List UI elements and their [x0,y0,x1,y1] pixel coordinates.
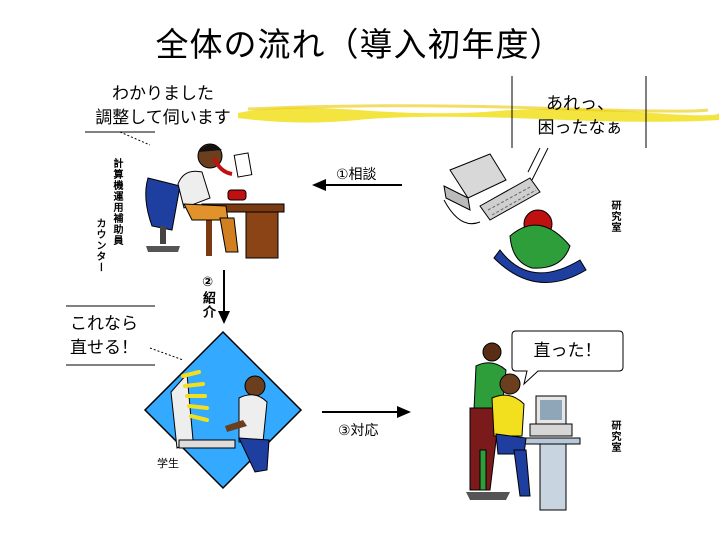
speech-bubble-lab-fixed: 直った！ [533,341,602,361]
speech-bubble-student: これなら 直せる！ [70,314,138,358]
speech-bubble-counter: わかりました 調整して伺います [95,84,231,128]
label-lab-top: 研究室 [609,200,620,233]
page-title: 全体の流れ（導入初年度） [155,25,564,64]
counter-staff-illustration [145,143,285,259]
label-student: 学生 [157,457,179,470]
student-illustration [143,330,303,490]
speech-bubble-lab-problem: あれっ、 困ったなぁ [537,94,623,138]
arrow-label-consult: ①相談 [336,167,377,183]
lab-fixed-illustration [466,342,581,511]
lab-problem-illustration [443,153,587,283]
label-counter-staff: 計算機運用補助員 [111,158,122,246]
highlighter-stroke [238,104,719,123]
arrow-label-respond: ③対応 [338,423,379,439]
label-counter: カウンター [94,218,105,273]
label-lab-bottom: 研究室 [609,420,620,453]
arrow-label-introduce: ②紹介 [200,275,215,319]
